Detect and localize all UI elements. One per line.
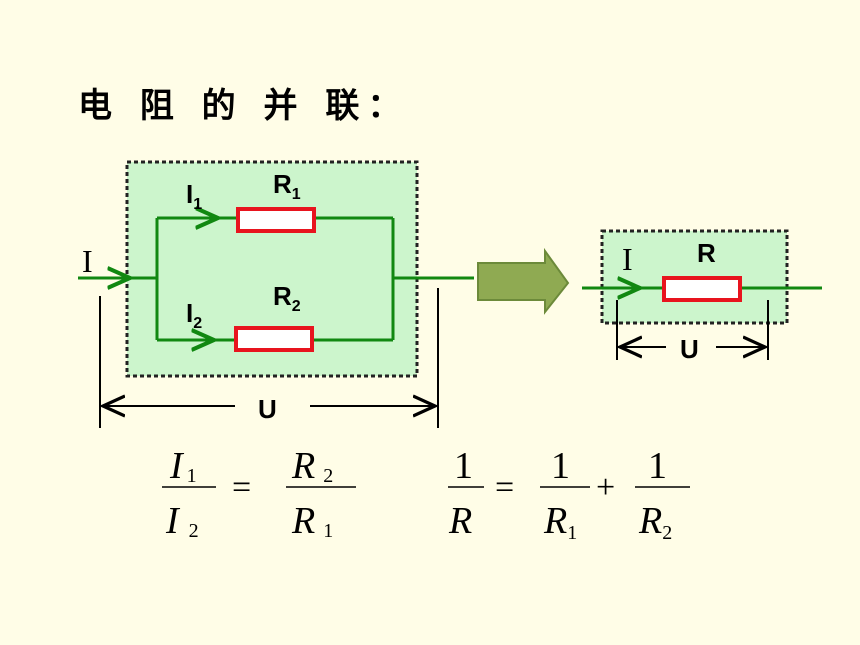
label-current-total: I bbox=[82, 243, 93, 279]
resistor-r1 bbox=[236, 207, 316, 233]
current-arrows bbox=[100, 218, 218, 340]
label-equivalent-resistor: R bbox=[697, 238, 716, 268]
equivalent-voltage-measure bbox=[616, 300, 769, 360]
formula-reciprocal-sum: 1 R = 1 R1 + 1 R2 bbox=[448, 445, 690, 544]
label-equivalent-voltage: U bbox=[680, 334, 699, 364]
sum-one-a: 1 bbox=[454, 445, 473, 487]
label-resistor-1: R1 bbox=[273, 169, 301, 203]
sum-one-c: 1 bbox=[648, 445, 667, 487]
label-resistor-2: R2 bbox=[273, 281, 301, 315]
ratio-equals: = bbox=[232, 469, 251, 506]
transform-arrow-icon bbox=[477, 247, 570, 315]
sum-r2: R2 bbox=[638, 500, 672, 544]
label-current-1: I1 bbox=[186, 179, 202, 213]
resistor-r2 bbox=[234, 326, 314, 352]
slide-title: 电 阻 的 并 联： bbox=[78, 86, 410, 126]
sum-one-b: 1 bbox=[551, 445, 570, 487]
label-current-2: I2 bbox=[186, 298, 202, 332]
label-equivalent-current: I bbox=[622, 241, 633, 277]
sum-equals: = bbox=[495, 469, 514, 506]
sum-r1: R1 bbox=[543, 500, 577, 544]
sum-plus: + bbox=[596, 469, 615, 506]
voltage-measure bbox=[99, 288, 439, 428]
resistor-r bbox=[662, 276, 742, 302]
label-voltage: U bbox=[258, 394, 277, 424]
sum-r: R bbox=[448, 500, 472, 542]
